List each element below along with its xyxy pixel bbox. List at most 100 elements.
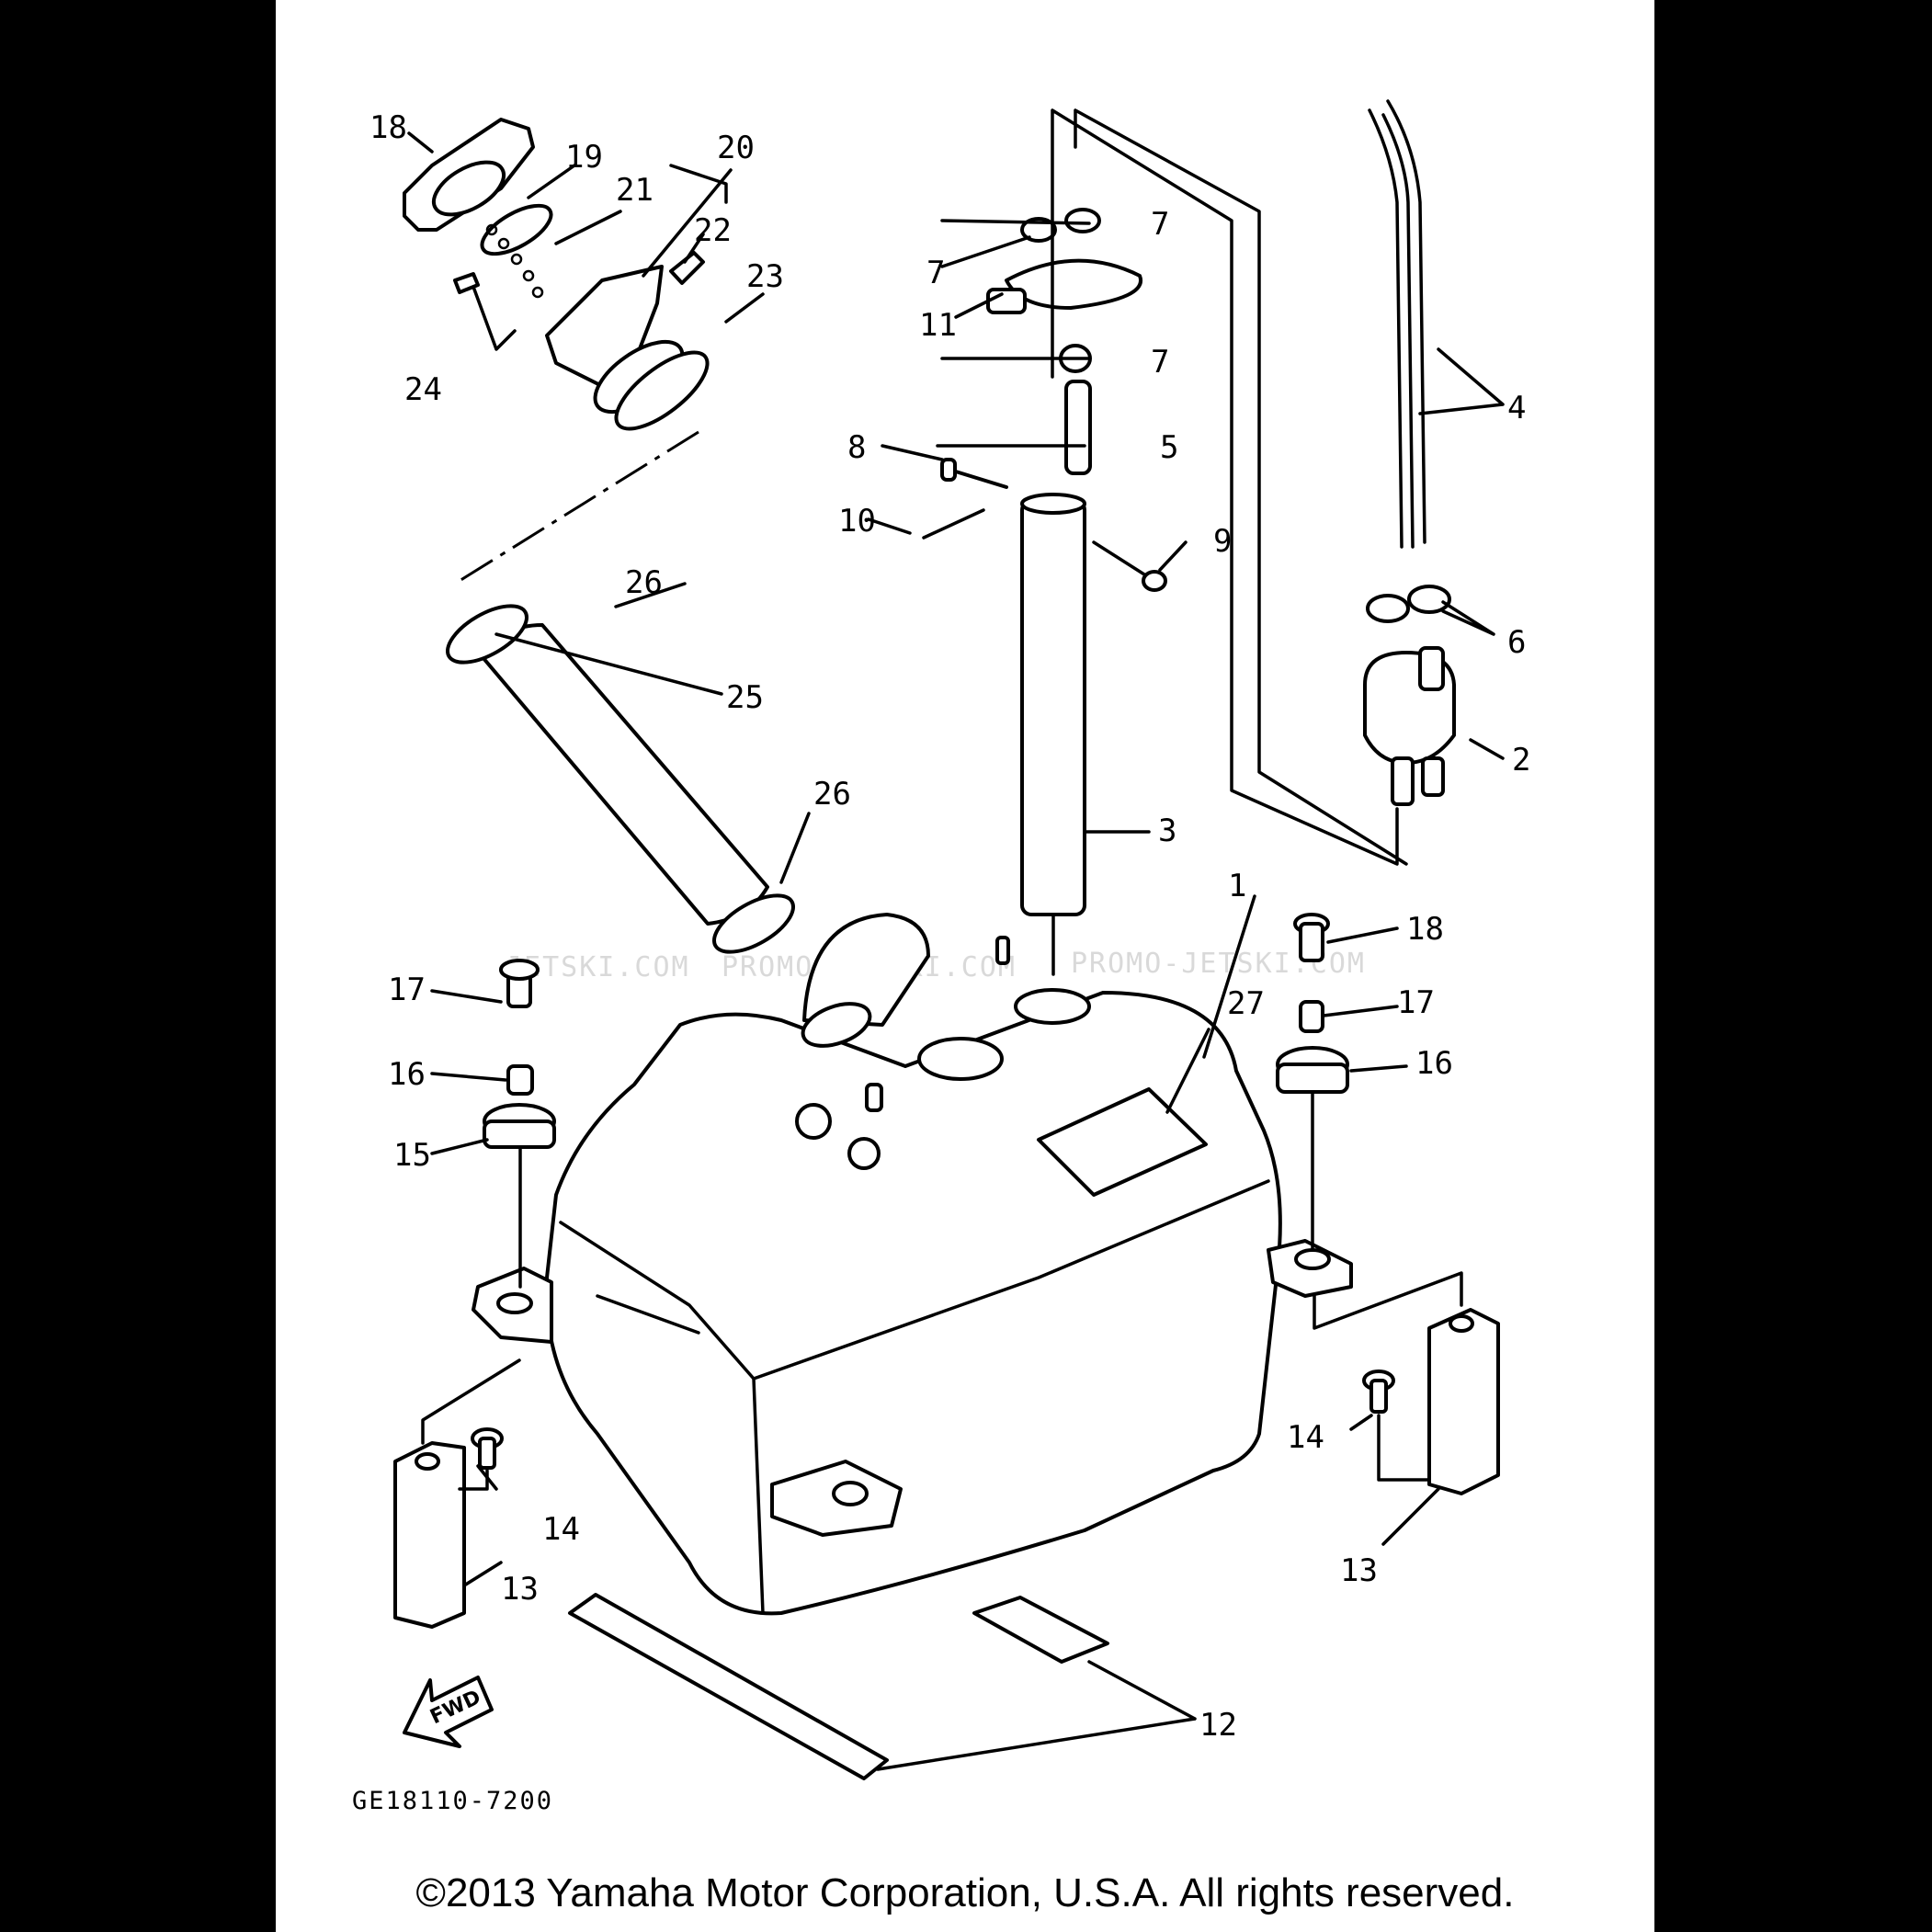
- fuel-cap-assembly: [403, 118, 710, 431]
- bracket-13-left-hole: [415, 1452, 440, 1471]
- washer-9-leader: [1092, 540, 1146, 576]
- vent-line-4-left: [1368, 108, 1404, 549]
- bracket-13-left: [393, 1441, 466, 1629]
- foam-pad-12-front: [568, 1593, 889, 1780]
- tether-chain-21: [485, 223, 544, 299]
- vent-line-4-mid: [1381, 113, 1415, 549]
- hose-clamp-26-top: [446, 604, 528, 665]
- bracket-right: [1313, 1271, 1500, 1495]
- hose-clip-7-left: [1020, 217, 1057, 243]
- callout-11: 11: [919, 307, 957, 344]
- callout-13-left: 13: [501, 1571, 539, 1608]
- fuel-gauge-port: [795, 1103, 832, 1140]
- flange-hole-left: [496, 1292, 533, 1314]
- pin-8-head: [940, 458, 957, 482]
- filter-outlet-left: [1391, 756, 1415, 806]
- flange-hole-bottom: [832, 1481, 869, 1506]
- callout-13-right: 13: [1340, 1552, 1378, 1589]
- callout-7-left: 7: [926, 255, 945, 291]
- pickup-tube-top: [1020, 493, 1086, 515]
- hose-clip-7-right: [1064, 208, 1101, 233]
- callout-27: 27: [1227, 985, 1265, 1022]
- bracket-right-axis: [1313, 1271, 1463, 1482]
- assembly-line-cap: [454, 430, 699, 585]
- tank-seam: [596, 1294, 700, 1335]
- callout-9: 9: [1213, 523, 1232, 560]
- filter-outlet-right: [1421, 756, 1445, 797]
- forward-arrow: FWD: [403, 1676, 494, 1748]
- gasket-23: [614, 350, 710, 431]
- callout-8: 8: [847, 429, 866, 466]
- callout-18-right: 18: [1406, 911, 1444, 948]
- callout-4: 4: [1507, 390, 1526, 426]
- fuel-filter-assembly: [1363, 99, 1456, 806]
- bracket-left: [393, 1358, 521, 1629]
- callout-26-bottom: 26: [813, 776, 851, 813]
- callout-14-left: 14: [542, 1511, 580, 1548]
- filler-hose-assembly: [446, 604, 795, 954]
- pickup-opening: [1014, 988, 1091, 1025]
- callout-22: 22: [694, 212, 732, 249]
- bolt-14-left: [478, 1437, 496, 1470]
- pickup-tube-3: [1020, 499, 1086, 916]
- callout-24: 24: [404, 371, 442, 408]
- pickup-tube-assembly: [922, 208, 1167, 976]
- fuel-line-routing: [1051, 108, 1408, 866]
- callout-10: 10: [838, 503, 876, 540]
- tank-filler-spout: [802, 913, 930, 1027]
- callout-numbers: 18 19 20 21 22 23 24 7 7 11 7 4 8 5 10 9…: [369, 109, 1530, 1744]
- collar-17-right: [1299, 1000, 1324, 1033]
- callout-21: 21: [616, 172, 653, 209]
- screw-24-leader: [472, 285, 517, 351]
- bolt-18-right: [1299, 922, 1324, 962]
- fuel-tank-1: [472, 913, 1353, 1616]
- callout-5: 5: [1160, 429, 1178, 466]
- callout-16-right: 16: [1415, 1045, 1453, 1082]
- callout-17-right: 17: [1397, 984, 1435, 1021]
- fuel-cap-neck: [432, 160, 506, 217]
- mount-left: [483, 959, 556, 1289]
- filler-spout-opening: [801, 1002, 872, 1048]
- callout-18: 18: [369, 109, 407, 146]
- band-screw: [986, 288, 1027, 314]
- leader-lines: [407, 131, 1505, 1771]
- bracket-13-right: [1427, 1308, 1500, 1495]
- spring-10: [922, 508, 985, 540]
- filter-inlet: [1418, 646, 1445, 691]
- foam-pads-12: [568, 1593, 1109, 1780]
- callout-26-top: 26: [625, 564, 663, 601]
- tank-edge-left: [559, 1221, 765, 1615]
- hose-clamp-26-bottom: [712, 893, 795, 954]
- tank-nipple: [995, 936, 1010, 965]
- bracket-13-right-hole: [1449, 1314, 1474, 1333]
- clip-6-left: [1366, 594, 1410, 623]
- copyright-notice: ©2013 Yamaha Motor Corporation, U.S.A. A…: [415, 1870, 1515, 1915]
- damper-16-right-body: [1276, 1063, 1349, 1094]
- callout-6: 6: [1507, 624, 1526, 661]
- callout-25: 25: [726, 679, 764, 716]
- vent-line-4-right: [1386, 99, 1426, 544]
- callout-12: 12: [1199, 1707, 1237, 1744]
- callout-15: 15: [393, 1137, 431, 1174]
- fuel-hose-5: [1064, 380, 1092, 475]
- callout-20: 20: [717, 130, 755, 166]
- bolt-17-left-head: [499, 959, 540, 981]
- tank-edge-front: [752, 1179, 1270, 1381]
- forward-arrow-icon: [403, 1676, 494, 1748]
- mount-right: [1276, 913, 1349, 1252]
- warning-label-27: [1037, 1087, 1208, 1197]
- hose-band-11: [1005, 258, 1143, 310]
- callout-14-right: 14: [1287, 1419, 1324, 1456]
- callout-19: 19: [565, 139, 603, 176]
- callout-7-lower: 7: [1151, 344, 1169, 381]
- damper-15-left-body: [483, 1119, 556, 1149]
- callout-17-left: 17: [388, 972, 426, 1008]
- callout-2: 2: [1512, 742, 1530, 778]
- vent-port: [847, 1137, 881, 1170]
- filler-opening: [917, 1037, 1004, 1081]
- drawing-code: GE18110-7200: [352, 1787, 553, 1815]
- callout-16-left: 16: [388, 1056, 426, 1093]
- callout-7-top: 7: [1151, 206, 1169, 243]
- fuel-tank-body: [544, 991, 1282, 1616]
